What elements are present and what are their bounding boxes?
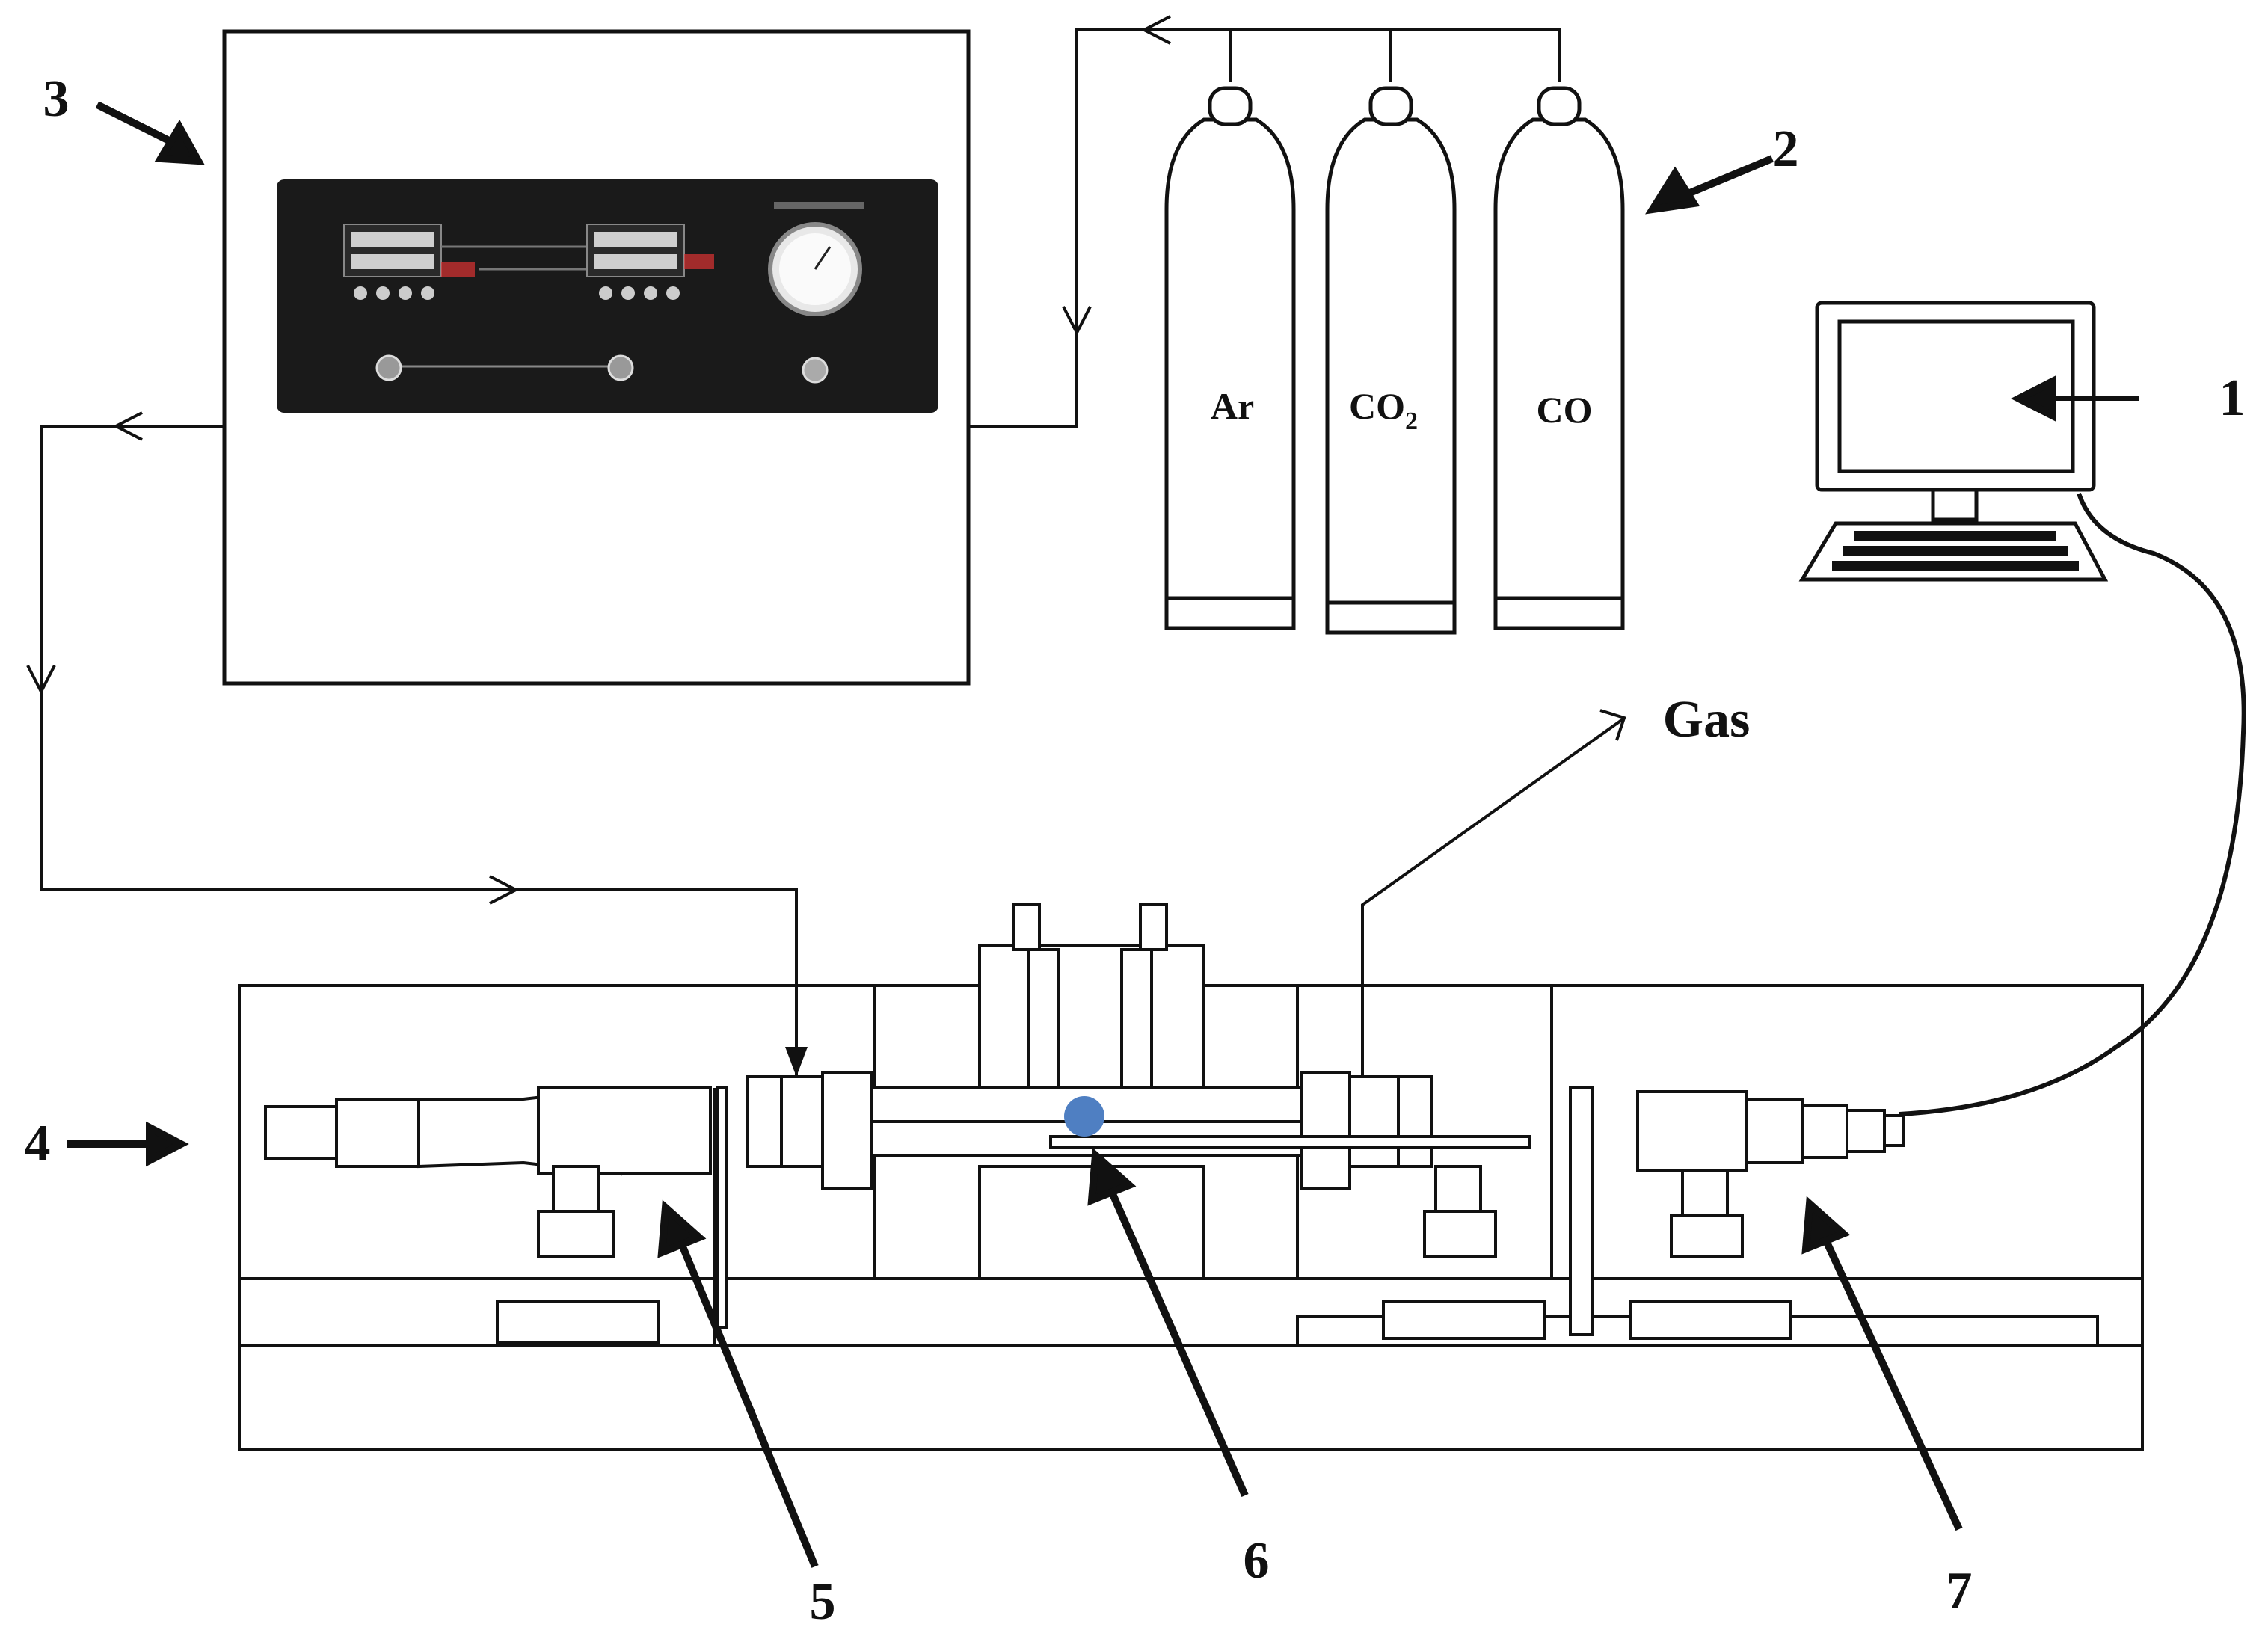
pointer-arrows <box>67 101 2139 1568</box>
left-flowmeter-display <box>343 224 475 300</box>
cylinder-co2-label: CO2 <box>1349 385 1418 435</box>
tube-support <box>1382 1165 1546 1340</box>
knob <box>802 357 829 384</box>
cylinder-co2 <box>1325 86 1457 635</box>
furnace-bed <box>238 984 2144 1451</box>
label-4: 4 <box>25 1115 51 1172</box>
cylinder-ar-label: Ar <box>1211 385 1254 427</box>
cylinder-ar <box>1164 86 1296 630</box>
flow-arrowheads <box>26 15 1626 905</box>
cylinder-co <box>1493 86 1625 630</box>
pointer-6-head <box>1087 1147 1137 1206</box>
keyboard-keys <box>1832 531 2079 571</box>
camera-cable <box>1899 493 2246 1116</box>
light-source <box>264 1086 728 1346</box>
gas-flow-controller <box>222 29 971 686</box>
label-1: 1 <box>2219 369 2246 427</box>
ccd-camera <box>1569 1086 1905 1340</box>
sample-droplet <box>1064 1096 1104 1137</box>
sample-holder <box>1049 1135 1531 1149</box>
gas-flow-lines <box>40 28 1624 1077</box>
gas-outlet-label: Gas <box>1663 691 1751 748</box>
pointer-1-head <box>2011 375 2056 422</box>
cylinder-co2-main: CO <box>1349 385 1405 427</box>
inlet-arrowhead <box>785 1047 808 1077</box>
pointer-3-head <box>154 119 205 165</box>
pointer-2-head <box>1645 166 1700 215</box>
cylinder-co2-subscript: 2 <box>1405 408 1418 435</box>
label-3: 3 <box>43 70 70 128</box>
left-toggle-switch <box>375 354 402 381</box>
label-2: 2 <box>1773 120 1799 178</box>
label-5: 5 <box>810 1573 836 1631</box>
label-7: 7 <box>1946 1562 1973 1620</box>
pointer-4-head <box>146 1121 189 1167</box>
right-flowmeter-display <box>586 224 714 300</box>
pressure-gauge-icon <box>768 222 862 316</box>
pointer-5-head <box>657 1199 707 1258</box>
label-6: 6 <box>1244 1532 1270 1590</box>
right-toggle-switch <box>607 354 634 381</box>
pointer-7-head <box>1801 1196 1851 1255</box>
tube-flanges <box>746 1071 1433 1190</box>
gas-cylinders <box>1164 86 1625 635</box>
cylinder-co-label: CO <box>1537 389 1593 431</box>
